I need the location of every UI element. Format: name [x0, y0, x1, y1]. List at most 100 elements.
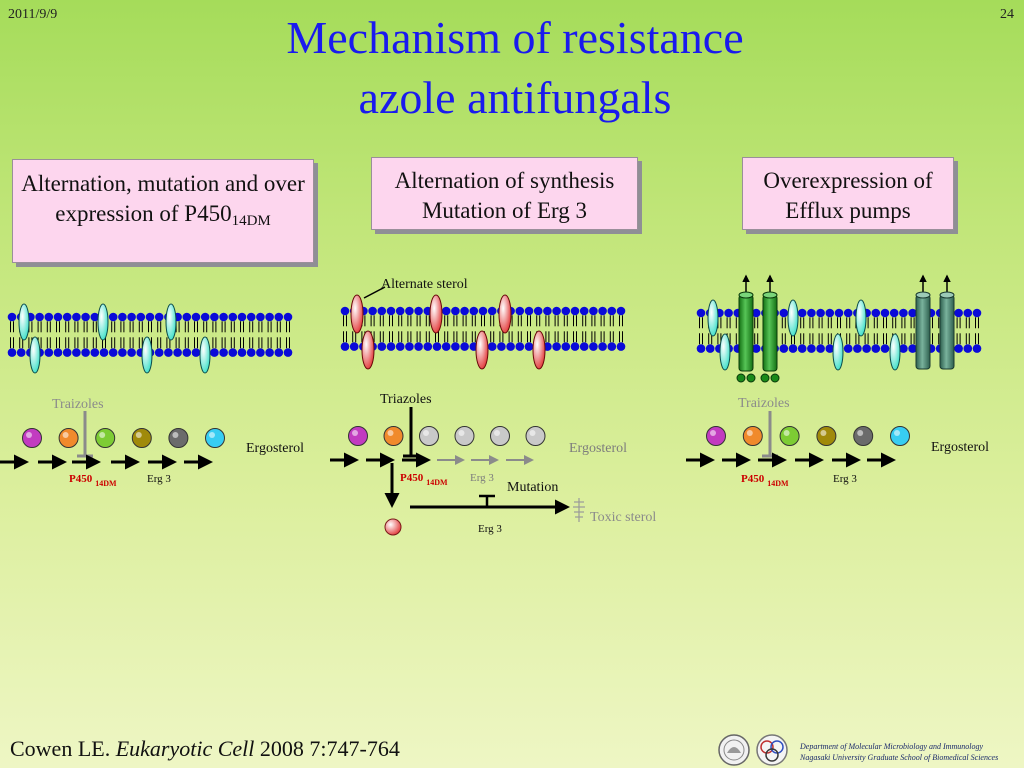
erg3-label-middle: Erg 3 — [470, 472, 494, 484]
lipid-head — [779, 308, 789, 318]
ergosterol-label-left: Ergosterol — [246, 441, 304, 456]
sterol-intermediate-dot — [525, 426, 546, 446]
lipid-head — [182, 312, 192, 322]
lipid-head — [908, 308, 917, 318]
lipid-head — [405, 306, 414, 316]
lipid-head — [451, 306, 460, 316]
lipid-head — [524, 342, 534, 351]
slide-title-line1: Mechanism of resistance — [286, 12, 744, 63]
lipid-head — [274, 348, 284, 357]
lipid-head — [696, 344, 706, 353]
alternate-sterol-label: Alternate sterol — [381, 277, 468, 292]
lipid-head — [963, 344, 973, 353]
lipid-head — [589, 306, 598, 316]
lipid-head — [395, 342, 405, 351]
lipid-head — [899, 308, 908, 318]
mechanism-box-erg3-line2: Mutation of Erg 3 — [421, 198, 588, 223]
lipid-head — [871, 308, 881, 318]
lipid-head — [724, 308, 733, 318]
lipid-head — [219, 348, 228, 357]
membrane-protein-ellipse — [889, 333, 901, 371]
lipid-head — [386, 342, 396, 351]
lipid-head — [228, 348, 238, 357]
alternate-sterol-ellipse — [429, 294, 443, 334]
slide-title-line2: azole antifungals — [358, 72, 672, 123]
lipid-head — [441, 342, 451, 351]
lipid-head — [908, 344, 917, 353]
lipid-head — [108, 348, 118, 357]
membrane-protein-ellipse — [787, 299, 799, 337]
lipid-head — [16, 348, 26, 357]
lipid-head — [191, 312, 201, 322]
membrane-protein-ellipse — [707, 299, 719, 337]
alternate-sterol-pointer — [363, 286, 386, 299]
lipid-head — [432, 342, 442, 351]
lipid-head — [515, 342, 525, 351]
lipid-head — [954, 308, 963, 318]
lipid-head — [44, 312, 54, 322]
department-line2: Nagasaki University Graduate School of B… — [800, 753, 999, 762]
lipid-head — [807, 308, 816, 318]
lipid-head — [405, 342, 414, 351]
lipid-head — [460, 342, 469, 351]
sterol-intermediate-dot — [58, 428, 79, 448]
citation-journal: Eukaryotic Cell — [115, 736, 255, 761]
lipid-head — [543, 306, 552, 316]
mechanism-box-erg3-line1: Alternation of synthesis — [394, 168, 615, 193]
lipid-head — [506, 342, 515, 351]
lipid-head — [265, 348, 274, 357]
lipid-head — [598, 342, 607, 351]
lipid-head — [395, 306, 405, 316]
erg3-label-left: Erg 3 — [147, 473, 171, 485]
lipid-head — [154, 348, 164, 357]
mechanism-box-erg3: Alternation of synthesis Mutation of Erg… — [371, 157, 638, 230]
lipid-head — [797, 344, 807, 353]
membrane-right — [696, 274, 982, 383]
altered-sterol-dot — [384, 518, 402, 536]
department-logo — [756, 734, 788, 766]
lipid-head — [972, 344, 982, 353]
page-number: 24 — [1000, 7, 1014, 22]
erg3-label-right: Erg 3 — [833, 473, 857, 485]
lipid-head — [340, 342, 350, 351]
alternate-sterol-ellipse — [498, 294, 512, 334]
department-name: Department of Molecular Microbiology and… — [800, 741, 998, 763]
lipid-head — [62, 348, 72, 357]
sterol-intermediate-dot — [454, 426, 475, 446]
lipid-head — [515, 306, 525, 316]
efflux-pump-teal-1 — [915, 274, 931, 370]
sterol-intermediate-dot — [742, 426, 763, 446]
sterol-intermediate-dot — [131, 428, 152, 448]
lipid-head — [834, 308, 844, 318]
lipid-head — [954, 344, 963, 353]
membrane-left — [7, 303, 293, 374]
lipid-head — [788, 344, 798, 353]
lipid-head — [607, 342, 617, 351]
lipid-head — [487, 306, 497, 316]
lipid-head — [90, 348, 100, 357]
lipid-head — [386, 306, 396, 316]
lipid-head — [283, 348, 293, 357]
lipid-head — [72, 312, 81, 322]
lipid-head — [145, 312, 155, 322]
lipid-head — [889, 308, 899, 318]
lipid-head — [182, 348, 192, 357]
lipid-head — [219, 312, 228, 322]
alternate-sterol-ellipse — [475, 330, 489, 370]
lipid-head — [136, 312, 146, 322]
lipid-head — [368, 306, 377, 316]
lipid-head — [705, 344, 715, 353]
lipid-head — [118, 312, 127, 322]
sterol-intermediate-dot — [490, 426, 510, 446]
lipid-head — [843, 308, 853, 318]
lipid-head — [899, 344, 908, 353]
mechanism-box-efflux: Overexpression of Efflux pumps — [742, 157, 954, 230]
lipid-head — [451, 342, 460, 351]
lipid-head — [414, 306, 423, 316]
membrane-protein-ellipse — [97, 303, 109, 341]
lipid-head — [35, 312, 44, 322]
